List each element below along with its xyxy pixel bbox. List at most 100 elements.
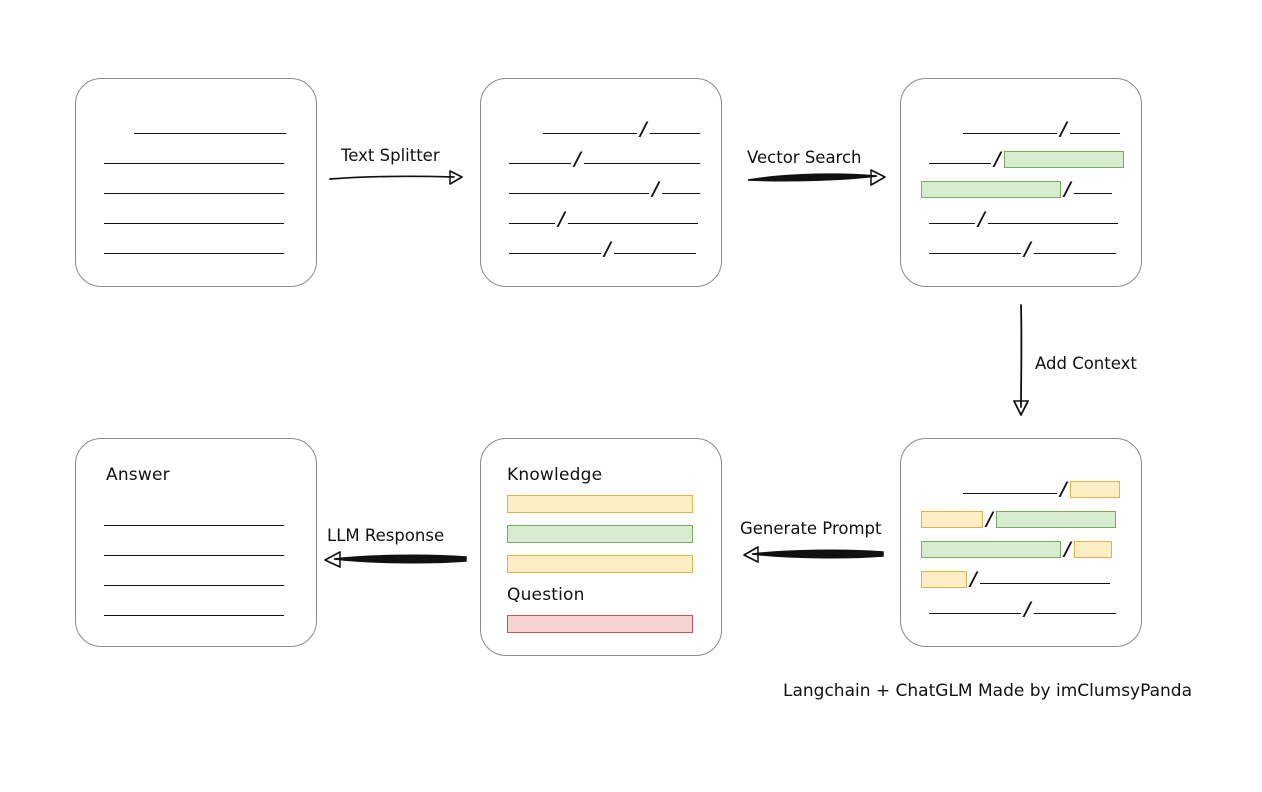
prompt-bar-yellow <box>507 495 693 513</box>
text-rule <box>104 615 284 616</box>
arrow-label-text-splitter: Text Splitter <box>341 146 440 165</box>
text-rule <box>104 253 284 254</box>
text-line <box>104 601 284 617</box>
text-line: / <box>963 118 1120 140</box>
highlight-chip-yellow <box>921 511 983 528</box>
text-line: / <box>929 598 1116 620</box>
highlight-chip-yellow <box>921 571 967 588</box>
text-rule <box>1073 193 1112 194</box>
answer-box[interactable]: Answer <box>75 438 317 647</box>
text-rule <box>963 133 1057 134</box>
text-line: / <box>509 208 698 230</box>
text-rule <box>104 525 284 526</box>
text-rule <box>509 253 601 254</box>
knowledge-label: Knowledge <box>507 465 603 485</box>
text-rule <box>104 585 284 586</box>
prompt-bar-green <box>507 525 693 543</box>
answer-label: Answer <box>106 465 170 485</box>
text-line: / <box>509 148 700 170</box>
slash-separator: / <box>1060 478 1067 500</box>
arrow-label-llm-response: LLM Response <box>327 526 445 545</box>
slash-separator: / <box>986 508 993 530</box>
arrow-llm-response <box>324 551 467 568</box>
text-rule <box>567 223 698 224</box>
highlight-chip-green <box>921 181 1061 198</box>
split-document-box[interactable]: / / / / / <box>480 78 722 287</box>
slash-separator: / <box>558 208 565 230</box>
text-rule <box>963 493 1057 494</box>
text-line <box>104 149 284 165</box>
slash-separator: / <box>640 118 647 140</box>
slash-separator: / <box>994 148 1001 170</box>
text-line: / <box>921 538 1112 560</box>
text-line: / <box>921 508 1116 530</box>
text-rule <box>979 583 1110 584</box>
text-line: / <box>509 238 696 260</box>
text-line <box>104 179 284 195</box>
slash-separator: / <box>652 178 659 200</box>
slash-separator: / <box>604 238 611 260</box>
highlight-chip-green <box>921 541 1061 558</box>
text-rule <box>509 163 571 164</box>
text-rule <box>509 223 555 224</box>
text-rule <box>929 253 1021 254</box>
slash-separator: / <box>1060 118 1067 140</box>
arrow-label-generate-prompt: Generate Prompt <box>740 519 882 538</box>
arrow-label-add-context: Add Context <box>1035 354 1137 373</box>
text-rule <box>1033 253 1116 254</box>
slash-separator: / <box>1064 538 1071 560</box>
text-rule <box>929 613 1021 614</box>
text-line <box>104 541 284 557</box>
slash-separator: / <box>1024 238 1031 260</box>
question-label: Question <box>507 585 585 605</box>
text-line: / <box>929 238 1116 260</box>
source-document-box[interactable] <box>75 78 317 287</box>
highlight-chip-green <box>995 511 1116 528</box>
text-rule <box>987 223 1118 224</box>
text-line <box>104 239 284 255</box>
text-rule <box>929 163 991 164</box>
slash-separator: / <box>1064 178 1071 200</box>
text-rule <box>1069 133 1120 134</box>
text-line <box>104 209 284 225</box>
slash-separator: / <box>970 568 977 590</box>
text-line: / <box>963 478 1120 500</box>
text-line: / <box>929 148 1124 170</box>
text-line: / <box>921 178 1112 200</box>
slash-separator: / <box>1024 598 1031 620</box>
text-rule <box>583 163 700 164</box>
highlight-chip-yellow <box>1069 481 1120 498</box>
text-rule <box>104 555 284 556</box>
prompt-bar-red <box>507 615 693 633</box>
text-line: / <box>543 118 700 140</box>
slash-separator: / <box>574 148 581 170</box>
text-rule <box>104 193 284 194</box>
context-document-box[interactable]: / / / / / <box>900 438 1142 647</box>
matched-document-box[interactable]: / / / / / <box>900 78 1142 287</box>
text-rule <box>104 163 284 164</box>
text-line: / <box>921 568 1110 590</box>
arrow-label-vector-search: Vector Search <box>747 148 862 167</box>
text-rule <box>649 133 700 134</box>
text-rule <box>104 223 284 224</box>
text-line <box>104 571 284 587</box>
text-line: / <box>509 178 700 200</box>
text-rule <box>661 193 700 194</box>
highlight-chip-yellow <box>1073 541 1112 558</box>
prompt-bar-yellow <box>507 555 693 573</box>
text-line <box>104 511 284 527</box>
text-rule <box>929 223 975 224</box>
diagram-caption: Langchain + ChatGLM Made by imClumsyPand… <box>783 681 1192 701</box>
highlight-chip-green <box>1003 151 1124 168</box>
text-rule <box>543 133 637 134</box>
prompt-box[interactable]: Knowledge Question <box>480 438 722 656</box>
slash-separator: / <box>978 208 985 230</box>
text-rule <box>1033 613 1116 614</box>
text-line <box>134 119 286 135</box>
text-rule <box>613 253 696 254</box>
arrow-text-splitter <box>329 170 463 185</box>
arrow-vector-search <box>747 169 886 186</box>
text-rule <box>134 133 286 134</box>
arrow-add-context <box>1013 304 1029 416</box>
